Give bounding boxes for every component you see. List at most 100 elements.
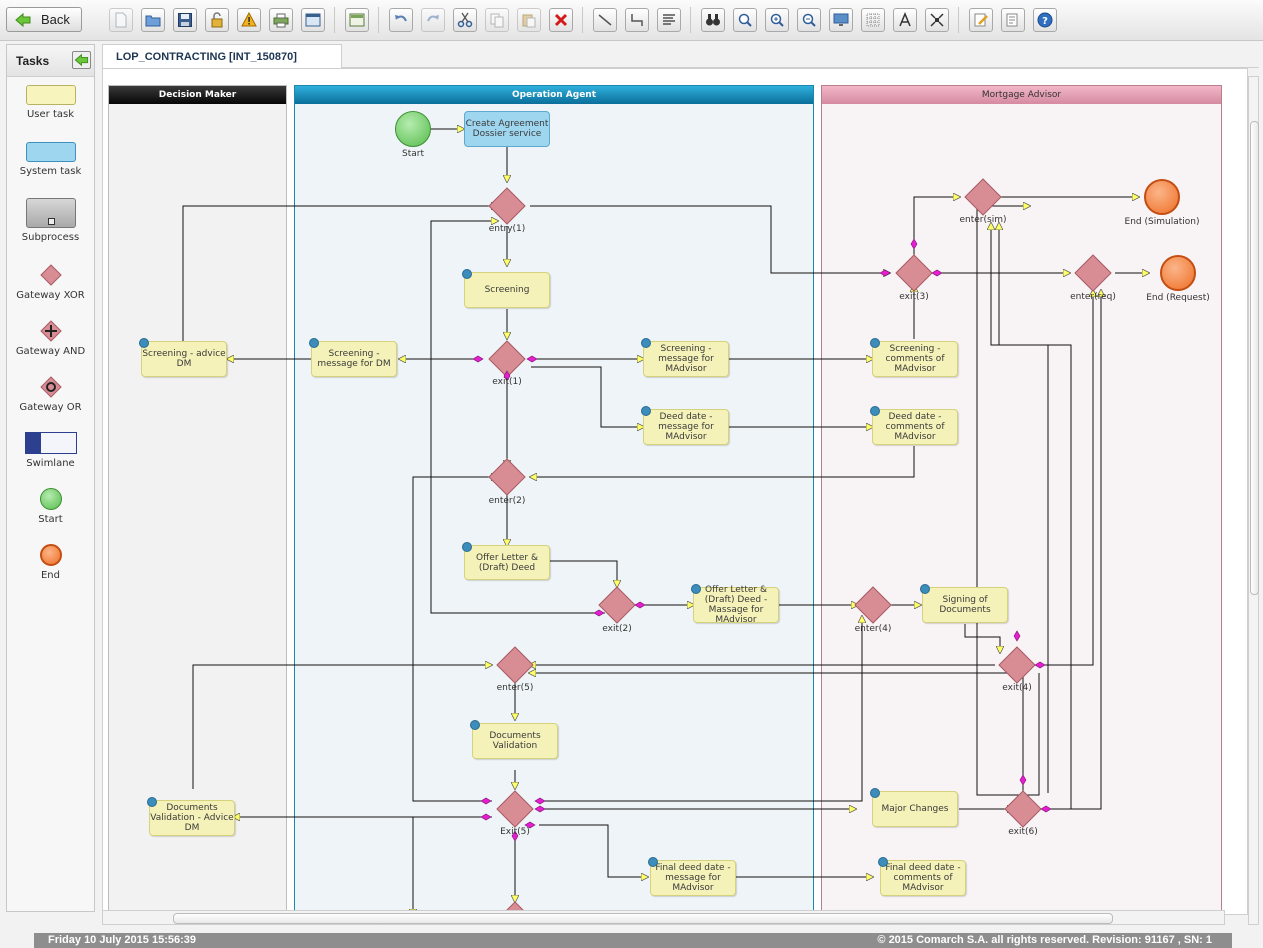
back-button-label: Back [41,12,70,27]
cut-button[interactable] [453,8,477,32]
gateway-exit2[interactable] [598,586,636,624]
toolbar: Back ? [0,0,1263,41]
end-simulation-label: End (Simulation) [1124,217,1200,227]
user-task[interactable]: Deed date - comments of MAdvisor [870,406,958,445]
delete-button[interactable] [549,8,573,32]
tool-label: End [40,570,60,581]
vertical-scroll-thumb[interactable] [1250,121,1259,595]
back-button[interactable]: Back [6,7,82,32]
task-label: Screening - advice DM [142,349,226,369]
end-simulation-event[interactable] [1144,179,1180,215]
user-task[interactable]: Offer Letter & (Draft) Deed - Massage fo… [691,584,779,625]
gateway-label: exit(4) [1002,683,1032,693]
tool-system-task[interactable]: System task [7,142,94,177]
print-button[interactable] [269,8,293,32]
gateway-entry1[interactable] [488,187,526,225]
scissors-icon [457,12,473,28]
info-icon [870,406,880,416]
user-task[interactable]: Screening [462,269,550,308]
align-icon [663,14,675,25]
lane-decision-maker[interactable]: Decision Maker [108,85,287,914]
task-label: Documents Validation [489,731,541,751]
user-task[interactable]: Screening - message for DM [309,338,397,377]
gateway-enter4[interactable] [854,586,892,624]
zoom-in-button[interactable] [765,8,789,32]
edit-button[interactable] [969,8,993,32]
fit-button[interactable] [925,8,949,32]
paste-button[interactable] [517,8,541,32]
end-request-event[interactable] [1160,255,1196,291]
gateway-exit4[interactable] [998,646,1036,684]
tool-subprocess[interactable]: Subprocess [7,198,94,243]
tool-user-task[interactable]: User task [7,85,94,120]
text-tool-button[interactable] [893,8,917,32]
diagram-canvas[interactable]: Decision Maker Operation Agent Mortgage … [102,68,1248,915]
user-task[interactable]: Documents Validation - Advice DM [147,797,235,836]
tool-swimlane[interactable]: Swimlane [7,432,94,469]
gateway-enter5[interactable] [496,646,534,684]
info-icon [870,788,880,798]
user-task[interactable]: Final deed date - comments of MAdvisor [878,857,966,896]
user-task[interactable]: Documents Validation [470,720,558,759]
undo-button[interactable] [389,8,413,32]
horizontal-scroll-thumb[interactable] [173,913,1113,924]
user-task[interactable]: Major Changes [870,788,958,827]
horizontal-scrollbar[interactable] [102,910,1225,925]
system-task[interactable]: Create Agreement Dossier service [464,111,550,147]
info-icon [641,338,651,348]
tool-label: Subprocess [21,232,80,243]
user-task[interactable]: Signing of Documents [920,584,1008,623]
monitor-button[interactable] [829,8,853,32]
window-button[interactable] [301,8,325,32]
warning-button[interactable] [237,8,261,32]
subprocess-icon [25,198,76,228]
save-button[interactable] [173,8,197,32]
tool-end[interactable]: End [7,544,94,581]
system-task-icon [25,142,76,162]
align-button[interactable] [657,8,681,32]
start-event[interactable] [395,111,431,147]
user-task[interactable]: Deed date - message for MAdvisor [641,406,729,445]
open-button[interactable] [141,8,165,32]
zoom-out-button[interactable] [797,8,821,32]
lane-title: Decision Maker [109,86,286,104]
tool-gateway-or[interactable]: Gateway OR [7,376,94,413]
gateway-enter-sim[interactable] [964,178,1002,216]
gateway-or-icon [39,376,62,398]
vertical-scrollbar[interactable] [1248,76,1259,925]
user-task[interactable]: Offer Letter & (Draft) Deed [462,542,550,580]
tool-gateway-xor[interactable]: Gateway XOR [7,264,94,301]
connector-button[interactable] [625,8,649,32]
lock-button[interactable] [205,8,229,32]
new-document-button[interactable] [109,8,133,32]
fit-icon [930,13,944,27]
redo-button[interactable] [421,8,445,32]
gateway-exit5[interactable] [496,790,534,828]
user-task[interactable]: Screening - advice DM [139,338,227,377]
copy-button[interactable] [485,8,509,32]
gateway-enter-req[interactable] [1074,254,1112,292]
window-icon [305,13,321,27]
tab-diagram[interactable]: LOP_CONTRACTING [INT_150870] [102,44,342,68]
find-button[interactable] [701,8,725,32]
gateway-enter2[interactable] [488,458,526,496]
layout-button[interactable] [345,8,369,32]
tool-gateway-and[interactable]: Gateway AND [7,320,94,357]
info-icon [691,584,701,594]
grid-button[interactable] [861,8,885,32]
lane-mortgage-advisor[interactable]: Mortgage Advisor [821,85,1222,914]
info-icon [920,584,930,594]
user-task[interactable]: Final deed date - message for MAdvisor [648,857,736,896]
lane-operation-agent[interactable]: Operation Agent [294,85,814,914]
gateway-exit3[interactable] [895,254,933,292]
collapse-panel-button[interactable] [72,51,91,69]
info-icon [648,857,658,867]
export-button[interactable] [1001,8,1025,32]
zoom-button[interactable] [733,8,757,32]
tool-start[interactable]: Start [7,488,94,525]
help-button[interactable]: ? [1033,8,1057,32]
line-button[interactable] [593,8,617,32]
gateway-exit6[interactable] [1004,790,1042,828]
user-task[interactable]: Screening - message for MAdvisor [641,338,729,377]
user-task[interactable]: Screening - comments of MAdvisor [870,338,958,377]
